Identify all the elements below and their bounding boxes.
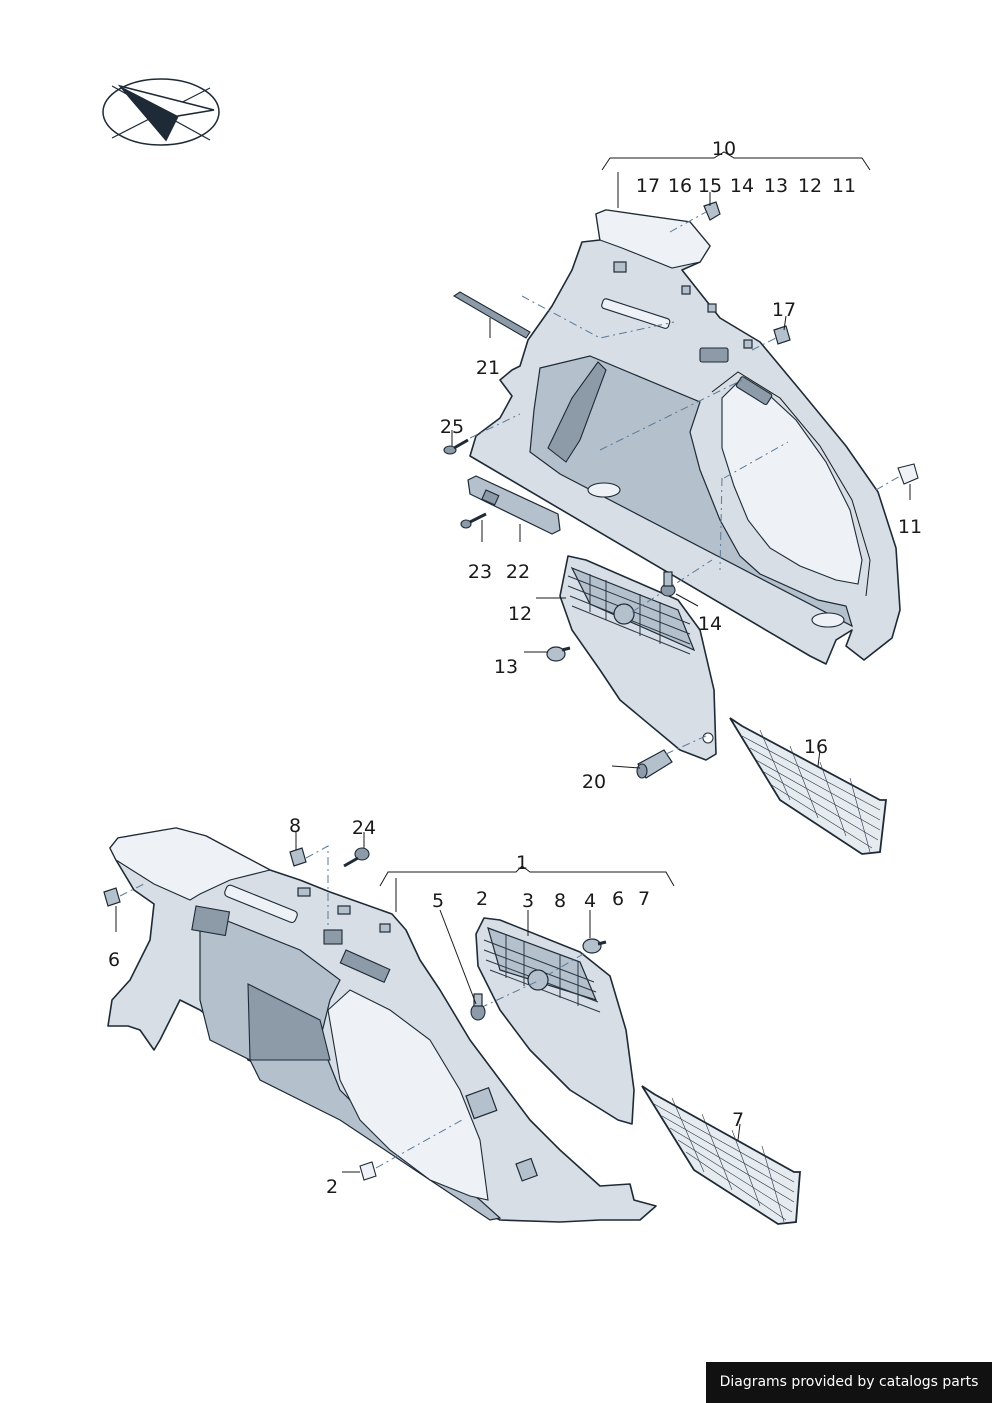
clip-8 (289, 847, 307, 867)
screw-23 (460, 512, 487, 529)
handle-22 (467, 475, 561, 535)
cover-3 (475, 917, 635, 1125)
label-upper-11: 11 (832, 175, 856, 197)
upper-trim-panel (469, 209, 901, 665)
fastener-5 (470, 993, 486, 1021)
label-22: 22 (506, 561, 530, 583)
label-13: 13 (494, 656, 518, 678)
knob-13 (546, 646, 571, 662)
knob-4 (582, 938, 607, 954)
label-11: 11 (898, 516, 922, 538)
label-25: 25 (440, 416, 464, 438)
label-lower-7: 7 (638, 888, 650, 910)
cover-12 (559, 555, 717, 761)
label-upper-14: 14 (730, 175, 754, 197)
strip-21 (452, 291, 531, 339)
label-6: 6 (108, 949, 120, 971)
label-10: 10 (712, 138, 736, 160)
label-1: 1 (516, 852, 528, 874)
label-upper-12: 12 (798, 175, 822, 197)
label-lower-6: 6 (612, 888, 624, 910)
clip-6 (103, 887, 121, 907)
label-upper-17: 17 (636, 175, 660, 197)
label-14: 14 (698, 613, 722, 635)
label-8: 8 (289, 815, 301, 837)
leader-lines (115, 151, 911, 1173)
clip-11 (897, 463, 919, 485)
brand-logo-icon (102, 78, 220, 146)
label-20: 20 (582, 771, 606, 793)
net-16 (729, 717, 888, 855)
label-lower-2: 2 (476, 888, 488, 910)
label-lower-5: 5 (432, 890, 444, 912)
label-7: 7 (732, 1109, 744, 1131)
label-17: 17 (772, 299, 796, 321)
label-lower-4: 4 (584, 890, 596, 912)
label-lower-3: 3 (522, 890, 534, 912)
label-16: 16 (804, 736, 828, 758)
label-upper-13: 13 (764, 175, 788, 197)
lower-trim-panel (107, 827, 657, 1223)
net-7 (641, 1085, 801, 1225)
screw-24 (343, 847, 370, 868)
label-upper-16: 16 (668, 175, 692, 197)
screw-25 (443, 438, 469, 455)
label-21: 21 (476, 357, 500, 379)
label-23: 23 (468, 561, 492, 583)
clip-15 (703, 201, 721, 221)
label-24: 24 (352, 817, 376, 839)
label-12: 12 (508, 603, 532, 625)
label-upper-15: 15 (698, 175, 722, 197)
clip-17 (773, 325, 791, 345)
label-lower-8: 8 (554, 890, 566, 912)
clip-2 (359, 1161, 377, 1181)
label-2: 2 (326, 1176, 338, 1198)
fastener-14 (660, 571, 676, 597)
footer-credit: Diagrams provided by catalogs parts (706, 1362, 992, 1403)
